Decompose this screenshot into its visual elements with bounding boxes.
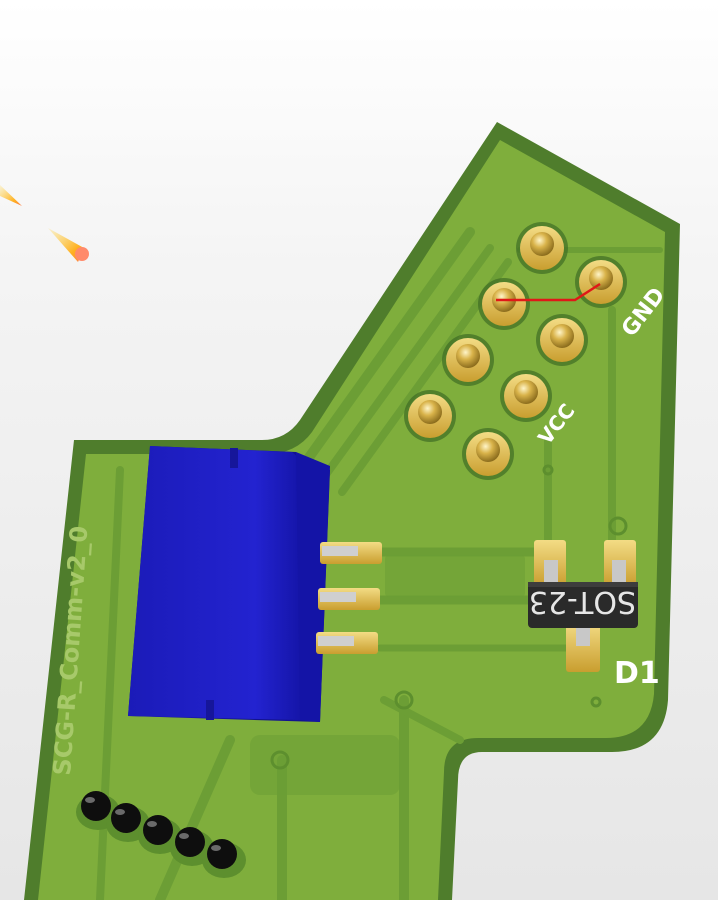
header-pin xyxy=(589,266,613,290)
reference-label: D1 xyxy=(614,656,660,691)
header-pin xyxy=(550,324,574,348)
package-label: SOT-23 xyxy=(529,584,636,619)
header-pin xyxy=(514,380,538,404)
jumper-wire xyxy=(496,282,601,302)
header-pin xyxy=(418,400,442,424)
connector-housing xyxy=(128,446,330,722)
origin-marker-icon xyxy=(0,185,89,262)
pin-header-1x5 xyxy=(76,791,246,878)
sot23-diode: SOT-23 xyxy=(528,540,638,672)
header-pin xyxy=(456,344,480,368)
pin-header-2x5 xyxy=(404,222,627,480)
copper-pour xyxy=(250,555,525,795)
header-pin xyxy=(530,232,554,256)
vias xyxy=(270,464,628,770)
connector-pads xyxy=(316,542,382,654)
header-pin xyxy=(476,438,500,462)
